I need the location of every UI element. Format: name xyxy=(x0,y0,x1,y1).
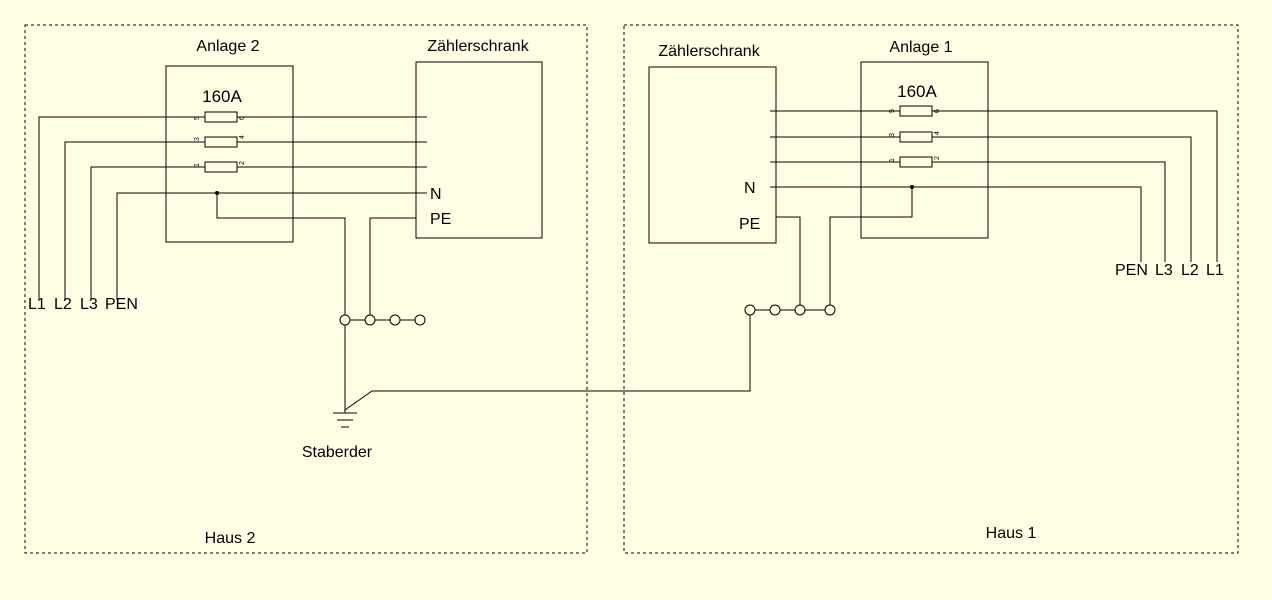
wire-pen-house-2 xyxy=(116,192,427,300)
line-label: L3 xyxy=(80,296,98,313)
fuse-l2-house-1 xyxy=(899,131,933,143)
wire-pen-house-1 xyxy=(770,186,1142,262)
zaehlerschrank-1-title: Zählerschrank xyxy=(658,43,760,60)
line-label: PEN xyxy=(1115,262,1148,279)
wire-n-to-earth-house-2 xyxy=(216,193,346,410)
line-label: L2 xyxy=(54,296,72,313)
house-1: Zählerschrank Anlage 1 160A 5 6 3 4 1 2 … xyxy=(623,24,1239,554)
busbar-terminal xyxy=(769,304,781,316)
fuse-l3-house-2 xyxy=(204,161,238,173)
pin-label: 6 xyxy=(934,109,941,113)
pin-label: 2 xyxy=(239,161,246,165)
zaehlerschrank-2-title: Zählerschrank xyxy=(427,38,529,55)
zaehlerschrank-2-box xyxy=(415,61,543,239)
wire-l2-house-2 xyxy=(64,141,427,300)
pin-label: 4 xyxy=(934,131,941,135)
anlage-1-box xyxy=(860,61,989,239)
terminal-pe-house-2: PE xyxy=(430,211,451,228)
pin-label: 3 xyxy=(194,137,201,141)
pin-label: 3 xyxy=(889,133,896,137)
line-label: PEN xyxy=(105,296,138,313)
wire-l2-house-1 xyxy=(770,136,1192,262)
anlage-2-title: Anlage 2 xyxy=(196,38,259,55)
pin-label: 5 xyxy=(889,109,896,113)
terminal-n-house-1: N xyxy=(744,180,756,197)
terminal-pe-house-1: PE xyxy=(739,216,760,233)
line-label: L1 xyxy=(1206,262,1224,279)
house-1-label: Haus 1 xyxy=(986,525,1037,542)
zaehlerschrank-1-box xyxy=(648,66,777,244)
busbar-terminal xyxy=(364,314,376,326)
fuse-l2-house-2 xyxy=(204,136,238,148)
ground-icon xyxy=(333,410,357,428)
anlage-1-title: Anlage 1 xyxy=(889,39,952,56)
wire-pe-house-2 xyxy=(369,217,416,320)
fuse-rating-1: 160A xyxy=(897,82,937,101)
wire-l1-house-2 xyxy=(38,116,427,300)
house-1-boundary xyxy=(623,24,1239,554)
pin-label: 5 xyxy=(194,116,201,120)
wire-l3-house-2 xyxy=(90,166,427,300)
fuse-l3-house-1 xyxy=(899,156,933,168)
line-label: L1 xyxy=(28,296,46,313)
house-2: Anlage 2 Zählerschrank 160A 5 6 3 4 1 2 … xyxy=(24,24,588,554)
wire-pe-house-1 xyxy=(776,216,801,310)
busbar-terminal xyxy=(824,304,836,316)
fuse-rating-2: 160A xyxy=(202,87,242,106)
busbar-terminal xyxy=(389,314,401,326)
busbar-terminal xyxy=(744,304,756,316)
busbar-terminal xyxy=(414,314,426,326)
fuse-l1-house-2 xyxy=(204,111,238,123)
anlage-2-box xyxy=(165,65,294,243)
pin-label: 6 xyxy=(239,116,246,120)
pin-label: 4 xyxy=(239,135,246,139)
wire-inter-house-earth xyxy=(344,310,751,411)
busbar-terminal xyxy=(339,314,351,326)
house-2-label: Haus 2 xyxy=(205,530,256,547)
wire-l3-house-1 xyxy=(770,161,1166,262)
fuse-l1-house-1 xyxy=(899,105,933,117)
line-label: L3 xyxy=(1155,262,1173,279)
busbar-terminal xyxy=(794,304,806,316)
line-label: L2 xyxy=(1181,262,1199,279)
earth-label: Staberder xyxy=(302,444,373,461)
wire-n-to-busbar-house-1 xyxy=(829,187,913,310)
terminal-n-house-2: N xyxy=(430,186,442,203)
house-2-boundary xyxy=(24,24,588,554)
pin-label: 1 xyxy=(889,158,896,162)
pin-label: 1 xyxy=(194,163,201,167)
pin-label: 2 xyxy=(934,156,941,160)
